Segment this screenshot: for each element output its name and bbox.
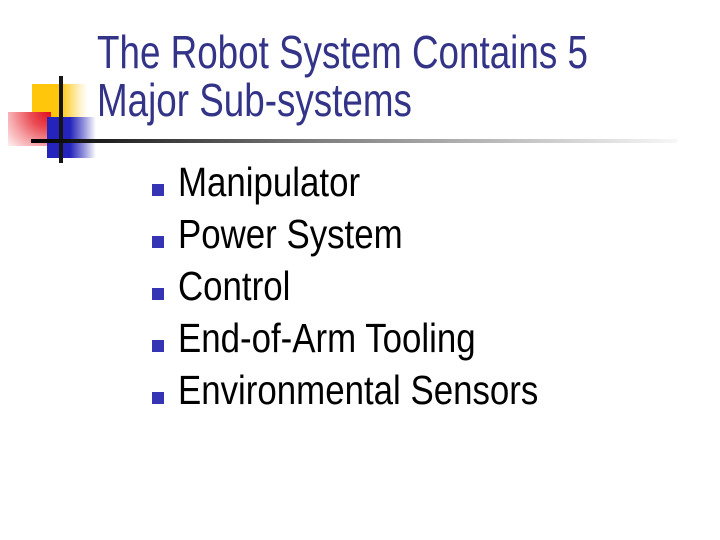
slide-title: The Robot System Contains 5 Major Sub-sy… (97, 28, 588, 124)
bullet-item-text: Environmental Sensors (178, 367, 539, 413)
bullet-square-icon (152, 184, 164, 196)
list-item: End-of-Arm Tooling (152, 312, 602, 364)
bullet-item-text: Control (178, 263, 291, 309)
decor-blue-gradient-square (47, 117, 97, 158)
bullet-square-icon (152, 392, 164, 404)
decor-vertical-line (59, 76, 63, 163)
bullet-item-text: Manipulator (178, 159, 361, 205)
list-item: Manipulator (152, 156, 602, 208)
title-underline-rule (31, 139, 677, 143)
list-item: Environmental Sensors (152, 364, 602, 416)
list-item: Control (152, 260, 602, 312)
bullet-item-text: Power System (178, 211, 403, 257)
bullet-item-text: End-of-Arm Tooling (178, 315, 476, 361)
bullet-square-icon (152, 340, 164, 352)
slide-title-line-2: Major Sub-systems (97, 74, 412, 126)
list-item: Power System (152, 208, 602, 260)
bullet-square-icon (152, 288, 164, 300)
slide-title-line-1: The Robot System Contains 5 (97, 26, 588, 78)
bullet-square-icon (152, 236, 164, 248)
bullet-list: Manipulator Power System Control End-of-… (152, 156, 602, 416)
